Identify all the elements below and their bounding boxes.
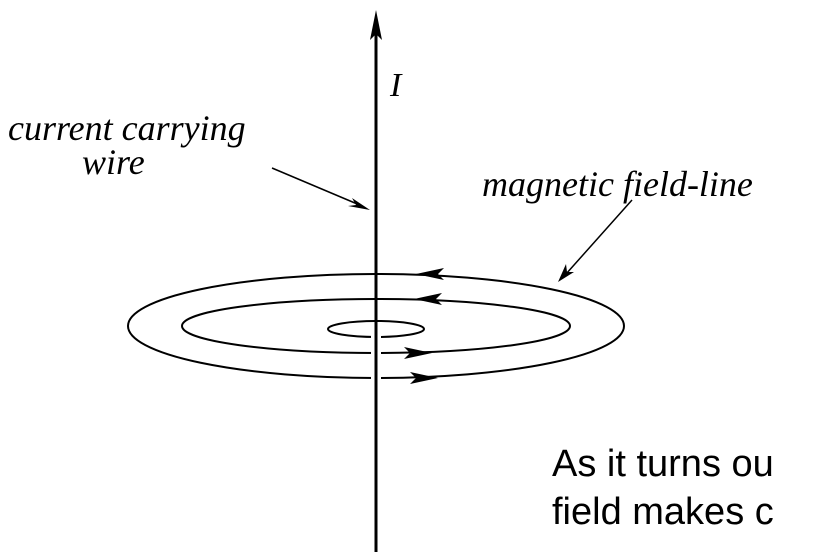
caption-line2: field makes c xyxy=(552,491,774,533)
current-direction-arrowhead xyxy=(370,10,382,40)
wire-label-pointer xyxy=(271,167,363,207)
field-arrow-middle-back xyxy=(414,293,442,305)
current-symbol-label: I xyxy=(389,67,403,104)
field-arrow-outer-front xyxy=(410,372,438,384)
wire-pointer-arrowhead xyxy=(348,198,370,210)
wire-label-line2: wire xyxy=(82,142,145,182)
caption-line1: As it turns ou xyxy=(552,443,774,485)
field-label-pointer xyxy=(565,199,633,275)
wire-label-line1: current carrying xyxy=(8,108,246,148)
field-line-label: magnetic field-line xyxy=(482,164,753,204)
field-pointer-arrowhead xyxy=(558,264,574,282)
field-arrow-middle-front xyxy=(404,347,432,359)
field-arrow-outer-back xyxy=(416,268,444,280)
